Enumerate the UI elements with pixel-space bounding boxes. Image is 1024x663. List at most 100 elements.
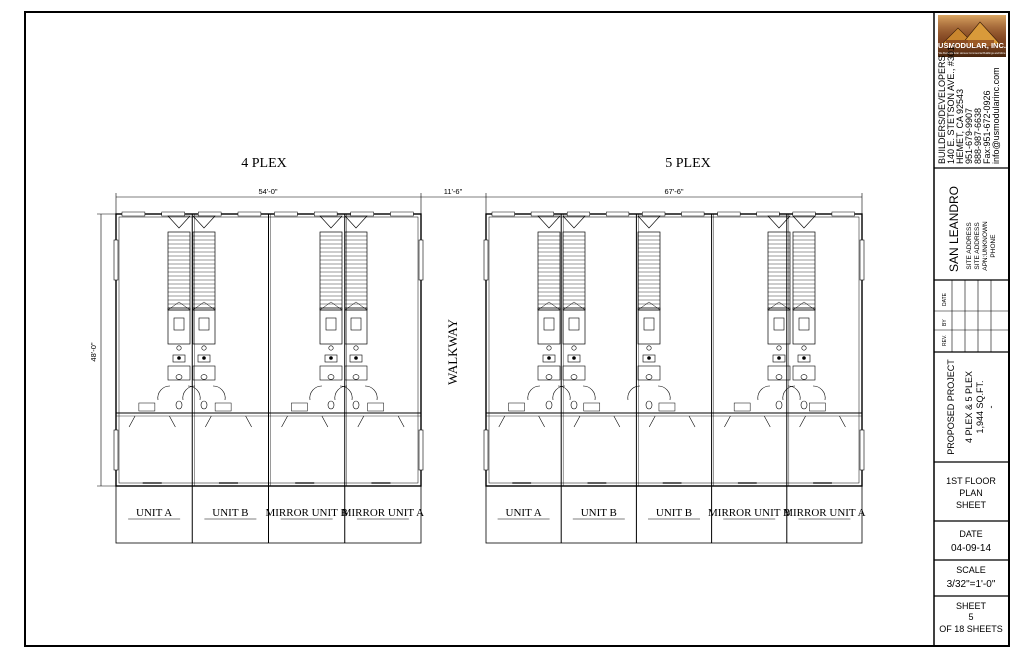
four-plex-width-dimension: 54'-0" <box>115 187 422 214</box>
site-info: SAN LEANDRO SITE ADDRESS SITE ADDRESS AP… <box>947 186 997 272</box>
toilet <box>570 374 578 380</box>
site-address-1: SITE ADDRESS <box>966 222 973 270</box>
closet <box>138 402 156 412</box>
closet <box>583 402 601 412</box>
door-swing <box>339 385 353 401</box>
bathroom-core <box>792 307 816 381</box>
four-plex-width-label: 54'-0" <box>258 187 277 196</box>
door-swing <box>799 415 846 428</box>
door-swing <box>782 385 796 401</box>
sheet-border <box>24 11 1010 647</box>
landing <box>192 215 216 229</box>
closet <box>658 402 676 412</box>
toilet <box>175 400 183 410</box>
counter <box>772 354 786 363</box>
company-info: BUILDERS/DEVELOPERS 140 E. STETSON AVE.,… <box>937 44 1001 164</box>
four-unit-label: MIRROR UNIT A <box>342 507 424 519</box>
stairway <box>192 231 216 311</box>
toilet <box>352 400 360 410</box>
sheet-title-line-3: SHEET <box>956 500 987 510</box>
closet <box>733 402 751 412</box>
landing <box>167 215 191 229</box>
site-name: SAN LEANDRO <box>947 186 961 272</box>
company-line: 951-679-9907 <box>964 108 974 164</box>
door-swing <box>498 415 545 428</box>
window <box>859 429 865 471</box>
five-unit-label: UNIT A <box>506 507 542 519</box>
door-swing <box>212 385 226 401</box>
counter <box>349 354 363 363</box>
five-unit-label: UNIT B <box>581 507 617 519</box>
window <box>418 429 424 471</box>
laundry <box>637 365 661 381</box>
door-swing <box>657 385 671 401</box>
bathroom-core <box>319 307 343 381</box>
laundry <box>344 365 368 381</box>
counter <box>172 354 186 363</box>
closet <box>291 402 308 412</box>
window <box>831 211 855 217</box>
gap-dimension-label: 11'-6" <box>444 187 463 196</box>
landing <box>792 215 816 229</box>
sheet-title-line-1: 1ST FLOOR <box>946 476 996 486</box>
window <box>566 211 591 217</box>
stairway <box>637 231 661 311</box>
four-unit-label: UNIT B <box>212 507 248 519</box>
door-swing <box>357 415 405 428</box>
door-swing <box>787 385 801 401</box>
door-swing <box>187 385 201 401</box>
door-swing <box>552 385 566 401</box>
laundry <box>319 365 343 381</box>
depth-dimension: 48'-0" <box>89 213 116 487</box>
stairway <box>537 231 561 311</box>
tub <box>198 317 210 331</box>
bathroom-core <box>344 307 368 381</box>
closet <box>367 402 384 412</box>
sheet-title-line-2: PLAN <box>959 488 983 498</box>
project-line-2: 1,944 SQ.FT. <box>975 380 985 433</box>
scale-label: SCALE <box>956 565 986 575</box>
landing <box>319 215 343 229</box>
window <box>483 429 489 471</box>
date-value: 04-09-14 <box>951 543 991 554</box>
company-line: Fax:951-672-0926 <box>982 90 992 164</box>
company-line: BUILDERS/DEVELOPERS <box>937 55 947 164</box>
toilet <box>327 374 335 380</box>
counter <box>567 354 581 363</box>
bathroom-core <box>637 307 661 381</box>
title-block: USMODULAR, INC. We Build Modular Homes C… <box>934 15 1009 634</box>
window <box>491 211 515 217</box>
closet <box>508 402 525 412</box>
toilet <box>800 374 808 380</box>
toilet <box>352 374 360 380</box>
sink <box>328 345 334 351</box>
logo-text: USMODULAR, INC. <box>938 41 1006 50</box>
window <box>530 211 554 217</box>
sink <box>571 345 577 351</box>
window <box>198 211 222 217</box>
revision-by-label: BY <box>942 319 948 326</box>
laundry <box>767 365 791 381</box>
window <box>859 239 865 281</box>
stairway <box>344 231 368 311</box>
door-swing <box>364 385 378 401</box>
company-email: info@usmodularinc.com <box>991 67 1001 164</box>
tub <box>798 317 810 331</box>
sheet-count: OF 18 SHEETS <box>939 624 1003 634</box>
sheet-number: 5 <box>968 612 973 622</box>
landing <box>767 215 791 229</box>
four-plex-title: 4 PLEX <box>241 156 287 171</box>
bathroom-core <box>167 307 191 381</box>
door-swing <box>557 385 571 401</box>
laundry <box>792 365 816 381</box>
laundry <box>562 365 586 381</box>
closet <box>809 402 826 412</box>
tub <box>643 317 655 331</box>
five-plex-width-dimension: 67'-6" <box>485 187 863 214</box>
sink <box>776 345 782 351</box>
door-swing <box>281 415 329 428</box>
company-line: 888-987-6638 <box>973 108 983 164</box>
logo-tagline: We Build Modular Homes Commercial Buildi… <box>939 51 1006 55</box>
landing <box>562 215 586 229</box>
